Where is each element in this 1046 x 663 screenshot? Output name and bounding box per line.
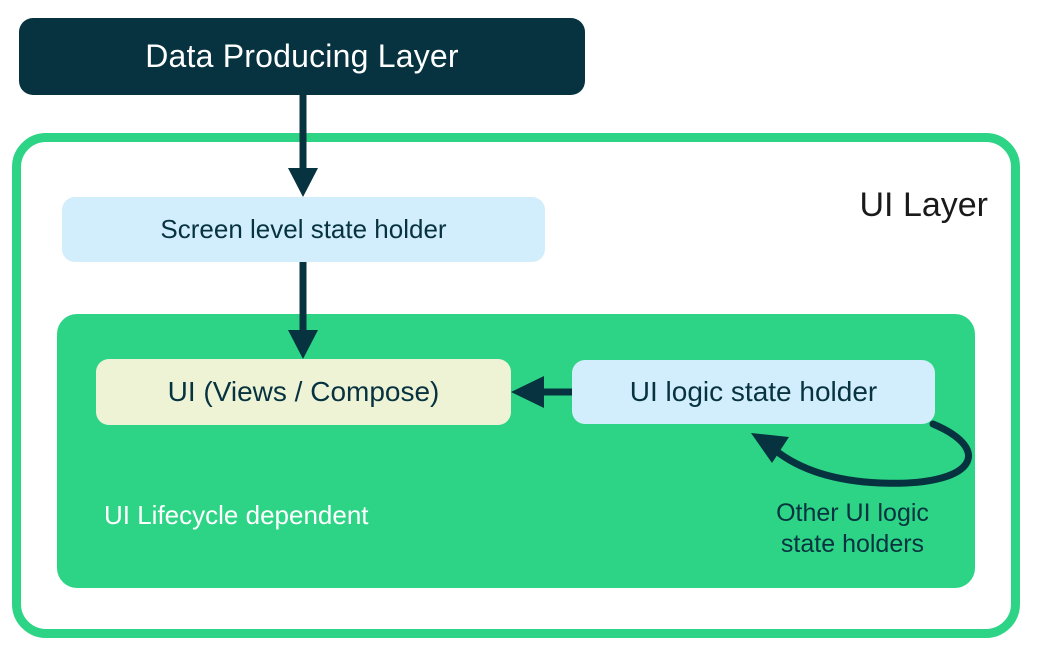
ui-layer-frame bbox=[12, 133, 1020, 638]
region-ui-lifecycle-dependent-label: UI Lifecycle dependent bbox=[104, 500, 369, 530]
node-ui-views-compose-label: UI (Views / Compose) bbox=[167, 376, 440, 407]
node-ui-logic-state-holder: UI logic state holder bbox=[572, 360, 935, 424]
caption-other-ui-logic-state-holders: Other UI logic state holders bbox=[755, 498, 950, 560]
node-data-producing-layer-label: Data Producing Layer bbox=[145, 38, 459, 74]
node-ui-views-compose: UI (Views / Compose) bbox=[96, 359, 511, 425]
node-ui-logic-state-holder-label: UI logic state holder bbox=[629, 376, 878, 407]
node-screen-level-state-holder: Screen level state holder bbox=[62, 197, 545, 262]
ui-layer-title: UI Layer bbox=[859, 186, 989, 224]
caption-other-ui-logic-state-holders-line2: state holders bbox=[780, 530, 925, 558]
caption-other-ui-logic-state-holders-line1: Other UI logic bbox=[776, 499, 929, 527]
node-screen-level-state-holder-label: Screen level state holder bbox=[160, 214, 447, 244]
node-data-producing-layer: Data Producing Layer bbox=[19, 18, 585, 95]
